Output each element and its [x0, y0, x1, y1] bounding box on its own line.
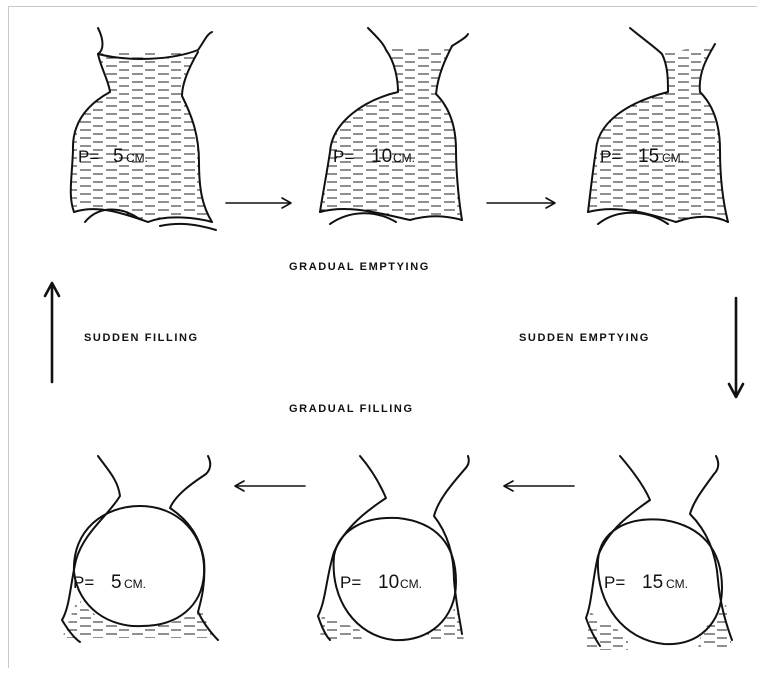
top-3-p-label: P=: [600, 147, 621, 166]
arrow-left-bottom-1: [235, 481, 305, 491]
label-gradual-emptying: GRADUAL EMPTYING: [289, 261, 430, 273]
bottom-1-p-label: P=: [73, 573, 94, 592]
arrow-right-top-1: [226, 198, 291, 208]
bottom-1-value: 5: [111, 572, 122, 593]
bottom-drawing-2: P= 10 CM.: [318, 456, 469, 640]
bottom-drawing-3: P= 15 CM.: [586, 456, 732, 650]
arrow-down-right: [729, 298, 743, 397]
bottom-3-unit: CM.: [666, 577, 688, 591]
bottom-1-unit: CM.: [124, 577, 146, 591]
arrow-right-top-2: [487, 198, 555, 208]
bottom-drawing-1: P= 5 CM.: [62, 456, 218, 642]
top-drawing-1: P= 5 CM.: [71, 28, 216, 230]
top-1-p-label: P=: [78, 147, 99, 166]
top-1-unit: CM.: [126, 151, 148, 165]
top-1-value: 5: [113, 146, 124, 167]
top-2-unit: CM.: [393, 151, 415, 165]
label-gradual-filling: GRADUAL FILLING: [289, 403, 414, 415]
top-3-unit: CM.: [662, 151, 684, 165]
bottom-3-value: 15: [642, 572, 663, 593]
top-3-value: 15: [638, 146, 659, 167]
top-2-p-label: P=: [333, 147, 354, 166]
label-sudden-filling: SUDDEN FILLING: [84, 332, 199, 344]
bottom-2-p-label: P=: [340, 573, 361, 592]
arrow-left-bottom-2: [504, 481, 574, 491]
label-sudden-emptying: SUDDEN EMPTYING: [519, 332, 650, 344]
bottom-2-unit: CM.: [400, 577, 422, 591]
top-drawing-3: P= 15 CM.: [588, 28, 728, 224]
bottom-3-p-label: P=: [604, 573, 625, 592]
top-drawing-2: P= 10 CM.: [320, 28, 468, 224]
top-2-value: 10: [371, 146, 392, 167]
bottom-2-value: 10: [378, 572, 399, 593]
arrow-up-left: [45, 283, 59, 382]
